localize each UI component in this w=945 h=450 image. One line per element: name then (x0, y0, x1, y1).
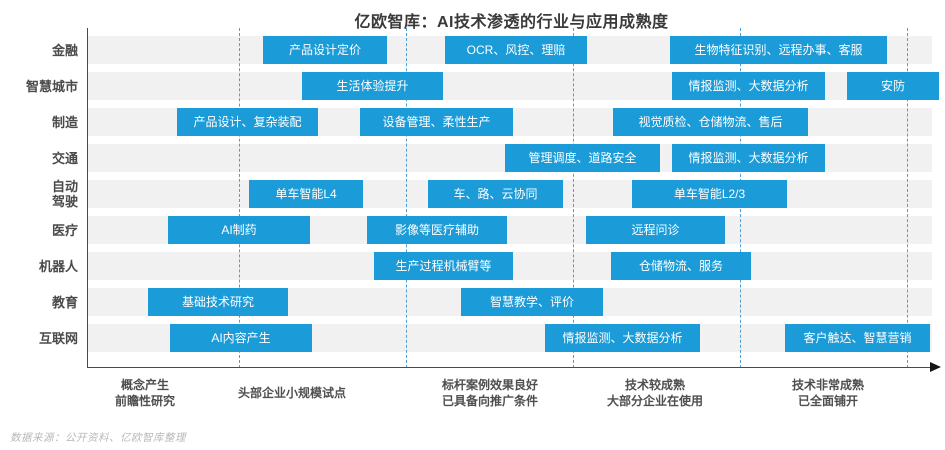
stage-label: 技术非常成熟已全面铺开 (723, 376, 933, 410)
stage-axis-labels: 概念产生前瞻性研究头部企业小规模试点标杆案例效果良好已具备向推广条件技术较成熟大… (0, 376, 945, 418)
chart-bar: 单车智能L2/3 (632, 180, 787, 208)
chart-bar: 安防 (847, 72, 939, 100)
stage-label-line: 前瞻性研究 (114, 394, 175, 408)
industry-label-line: 制造 (51, 114, 78, 130)
chart-bar: 产品设计、复杂装配 (177, 108, 318, 136)
chart-bar: 管理调度、道路安全 (505, 144, 660, 172)
industry-label: 机器人 (0, 252, 78, 280)
data-source-note: 数据来源：公开资料、亿欧智库整理 (10, 432, 186, 444)
chart-bar: 影像等医疗辅助 (367, 216, 507, 244)
chart-bar: 智慧教学、评价 (461, 288, 603, 316)
industry-label: 制造 (0, 108, 78, 136)
industry-label-line: 金融 (51, 42, 78, 58)
chart-bar: 远程问诊 (586, 216, 725, 244)
stage-label: 技术较成熟大部分企业在使用 (550, 376, 760, 410)
chart-bar: 单车智能L4 (249, 180, 363, 208)
chart-bar: 情报监测、大数据分析 (672, 72, 825, 100)
stage-label-line: 标杆案例效果良好 (441, 378, 538, 392)
chart-bar: 产品设计定价 (263, 36, 387, 64)
chart-bar: 生产过程机械臂等 (374, 252, 513, 280)
chart-bar: OCR、风控、理赔 (445, 36, 587, 64)
industry-label-line: 智慧城市 (25, 78, 78, 94)
stage-label: 头部企业小规模试点 (187, 376, 397, 410)
stage-divider-dashed-line (239, 28, 240, 368)
industry-label: 智慧城市 (0, 72, 78, 100)
stage-label: 概念产生前瞻性研究 (40, 376, 250, 410)
chart-bar: 生活体验提升 (302, 72, 443, 100)
chart-bar: 情报监测、大数据分析 (545, 324, 700, 352)
stage-label: 标杆案例效果良好已具备向推广条件 (385, 376, 595, 410)
stage-label-line: 已全面铺开 (797, 394, 858, 408)
industry-label: 自动驾驶 (0, 179, 78, 209)
stage-divider-dashed-line (907, 28, 908, 368)
stage-label-line: 头部企业小规模试点 (237, 386, 346, 400)
industry-label-line: 自动 (51, 179, 78, 194)
industry-label: 医疗 (0, 216, 78, 244)
y-axis-line (87, 28, 88, 368)
stage-divider-dashed-line (406, 28, 407, 368)
industry-label: 教育 (0, 288, 78, 316)
chart-bar: 车、路、云协同 (428, 180, 563, 208)
stage-label-line: 已具备向推广条件 (441, 394, 538, 408)
industry-label-line: 医疗 (51, 222, 78, 238)
industry-label-line: 教育 (51, 294, 78, 310)
industry-label-line: 驾驶 (51, 194, 78, 209)
stage-label-line: 大部分企业在使用 (606, 394, 703, 408)
industry-label: 交通 (0, 144, 78, 172)
chart-bar: AI内容产生 (170, 324, 312, 352)
industry-label-line: 机器人 (38, 258, 78, 274)
chart-title: 亿欧智库：AI技术渗透的行业与应用成熟度 (354, 14, 669, 31)
stage-label-line: 技术非常成熟 (791, 378, 864, 392)
stage-label-line: 概念产生 (120, 378, 169, 392)
x-axis-line (87, 367, 936, 368)
chart-bar: 仓储物流、服务 (611, 252, 751, 280)
industry-label: 金融 (0, 36, 78, 64)
industry-label: 互联网 (0, 324, 78, 352)
chart-bar: 客户触达、智慧营销 (785, 324, 930, 352)
stage-label-line: 技术较成熟 (624, 378, 685, 392)
chart-bar: AI制药 (168, 216, 310, 244)
chart-bar: 视觉质检、仓储物流、售后 (613, 108, 808, 136)
x-axis-arrow-icon (930, 362, 941, 372)
industry-label-line: 互联网 (38, 330, 78, 346)
chart-bar: 设备管理、柔性生产 (360, 108, 513, 136)
chart-bar: 生物特征识别、远程办事、客服 (670, 36, 887, 64)
industry-label-line: 交通 (51, 150, 78, 166)
chart-bar: 情报监测、大数据分析 (672, 144, 825, 172)
chart-bar: 基础技术研究 (148, 288, 288, 316)
stage-divider-dashed-line (573, 28, 574, 368)
